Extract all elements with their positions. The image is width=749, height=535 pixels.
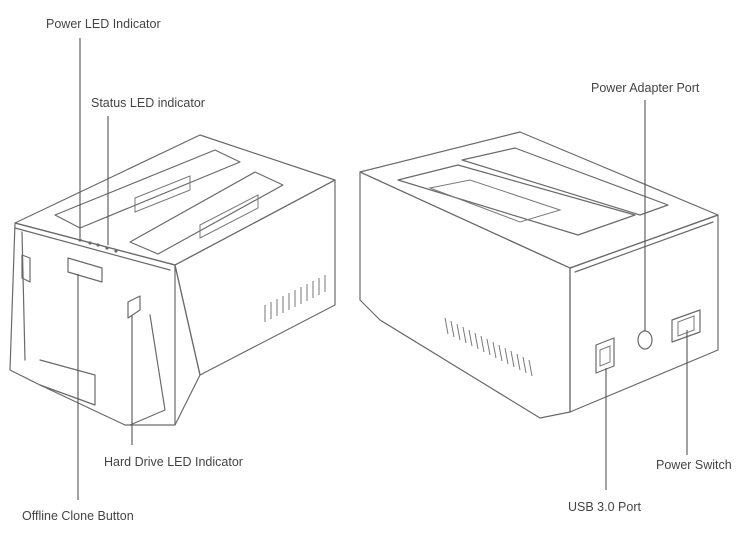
rear-view-device xyxy=(359,131,719,419)
label-power-led: Power LED Indicator xyxy=(46,17,161,31)
front-drive-slot-2 xyxy=(129,171,284,255)
rear-side-vents xyxy=(444,317,533,377)
hdd-led-window xyxy=(127,295,141,319)
label-power-switch: Power Switch xyxy=(656,458,732,472)
label-offline-clone: Offline Clone Button xyxy=(22,509,134,523)
power-adapter-port xyxy=(637,330,653,350)
rear-side-face xyxy=(359,171,571,419)
label-status-led: Status LED indicator xyxy=(91,96,205,110)
rear-back-face xyxy=(569,214,719,413)
front-view-device xyxy=(9,134,336,426)
status-led-dot-1 xyxy=(88,241,92,245)
power-switch xyxy=(671,309,701,343)
label-hard-drive-led: Hard Drive LED Indicator xyxy=(104,455,243,469)
status-led-dot-2 xyxy=(96,243,100,247)
power-led-dot xyxy=(78,238,82,242)
front-face xyxy=(9,222,176,426)
label-power-adapter: Power Adapter Port xyxy=(591,81,700,95)
rear-drive-slot-1 xyxy=(397,164,636,236)
left-leader-lines xyxy=(77,38,133,500)
status-led-dot-3 xyxy=(105,246,109,250)
front-side-vents xyxy=(264,275,326,322)
right-leader-lines xyxy=(605,100,688,490)
label-usb-port: USB 3.0 Port xyxy=(568,500,641,514)
rear-drive-slot-2 xyxy=(461,147,669,216)
status-led-dot-4 xyxy=(114,249,118,253)
front-drive-slot-1 xyxy=(54,149,241,229)
usb-port xyxy=(595,337,615,374)
clone-button xyxy=(67,257,103,283)
front-top-face xyxy=(14,134,336,266)
rear-top-face xyxy=(359,131,719,269)
